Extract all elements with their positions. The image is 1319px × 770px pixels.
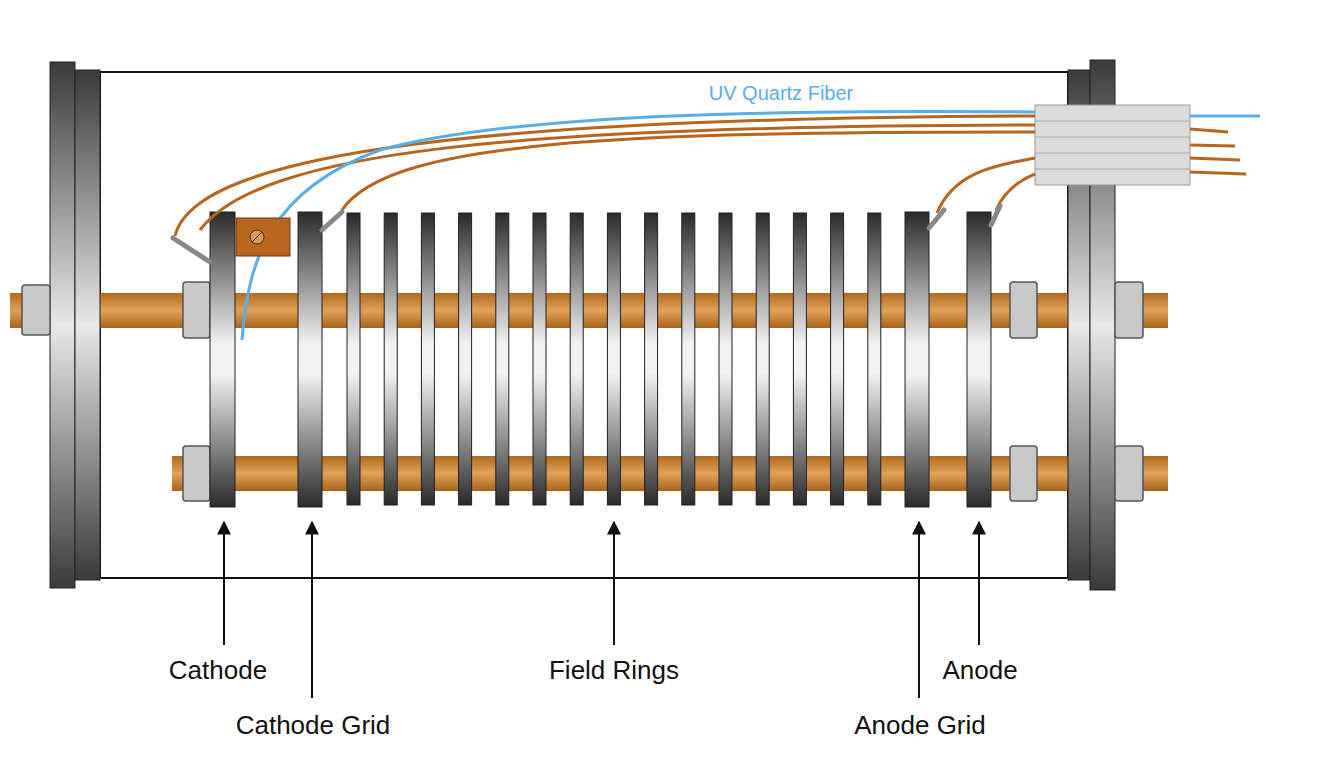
part-label: Cathode — [169, 655, 267, 685]
field-ring — [682, 213, 695, 505]
leader-arrows — [224, 522, 979, 698]
wires — [175, 116, 1246, 236]
uv-fiber — [242, 111, 1260, 340]
feedthrough-lines — [1035, 121, 1190, 169]
field-ring — [756, 213, 769, 505]
part-label: Anode Grid — [854, 710, 986, 740]
anode-plate — [967, 212, 991, 507]
fiber-clamp — [236, 218, 290, 256]
field-ring — [533, 213, 546, 505]
field-ring — [607, 213, 620, 505]
field-ring — [793, 213, 806, 505]
field-ring — [645, 213, 658, 505]
wire-tabs — [173, 206, 1000, 262]
field-ring — [384, 213, 397, 505]
clamp-screw — [250, 230, 264, 244]
left-flange — [75, 70, 100, 580]
cathode-grid — [298, 212, 322, 507]
fiber-label: UV Quartz Fiber — [709, 81, 853, 105]
field-ring — [719, 213, 732, 505]
clamp-screw — [252, 232, 262, 242]
field-ring — [570, 213, 583, 505]
part-label: Cathode Grid — [236, 710, 391, 740]
cathode-plate — [210, 212, 235, 507]
field-ring — [459, 213, 472, 505]
anode-grid — [905, 212, 929, 507]
field-ring — [868, 213, 881, 505]
part-label: Field Rings — [549, 655, 679, 685]
field-rings — [347, 213, 881, 505]
field-ring — [831, 213, 844, 505]
left-flange — [50, 62, 75, 588]
field-ring — [496, 213, 509, 505]
feedthrough — [1035, 105, 1190, 185]
part-label: Anode — [942, 655, 1017, 685]
field-ring — [347, 213, 360, 505]
field-ring — [421, 213, 434, 505]
